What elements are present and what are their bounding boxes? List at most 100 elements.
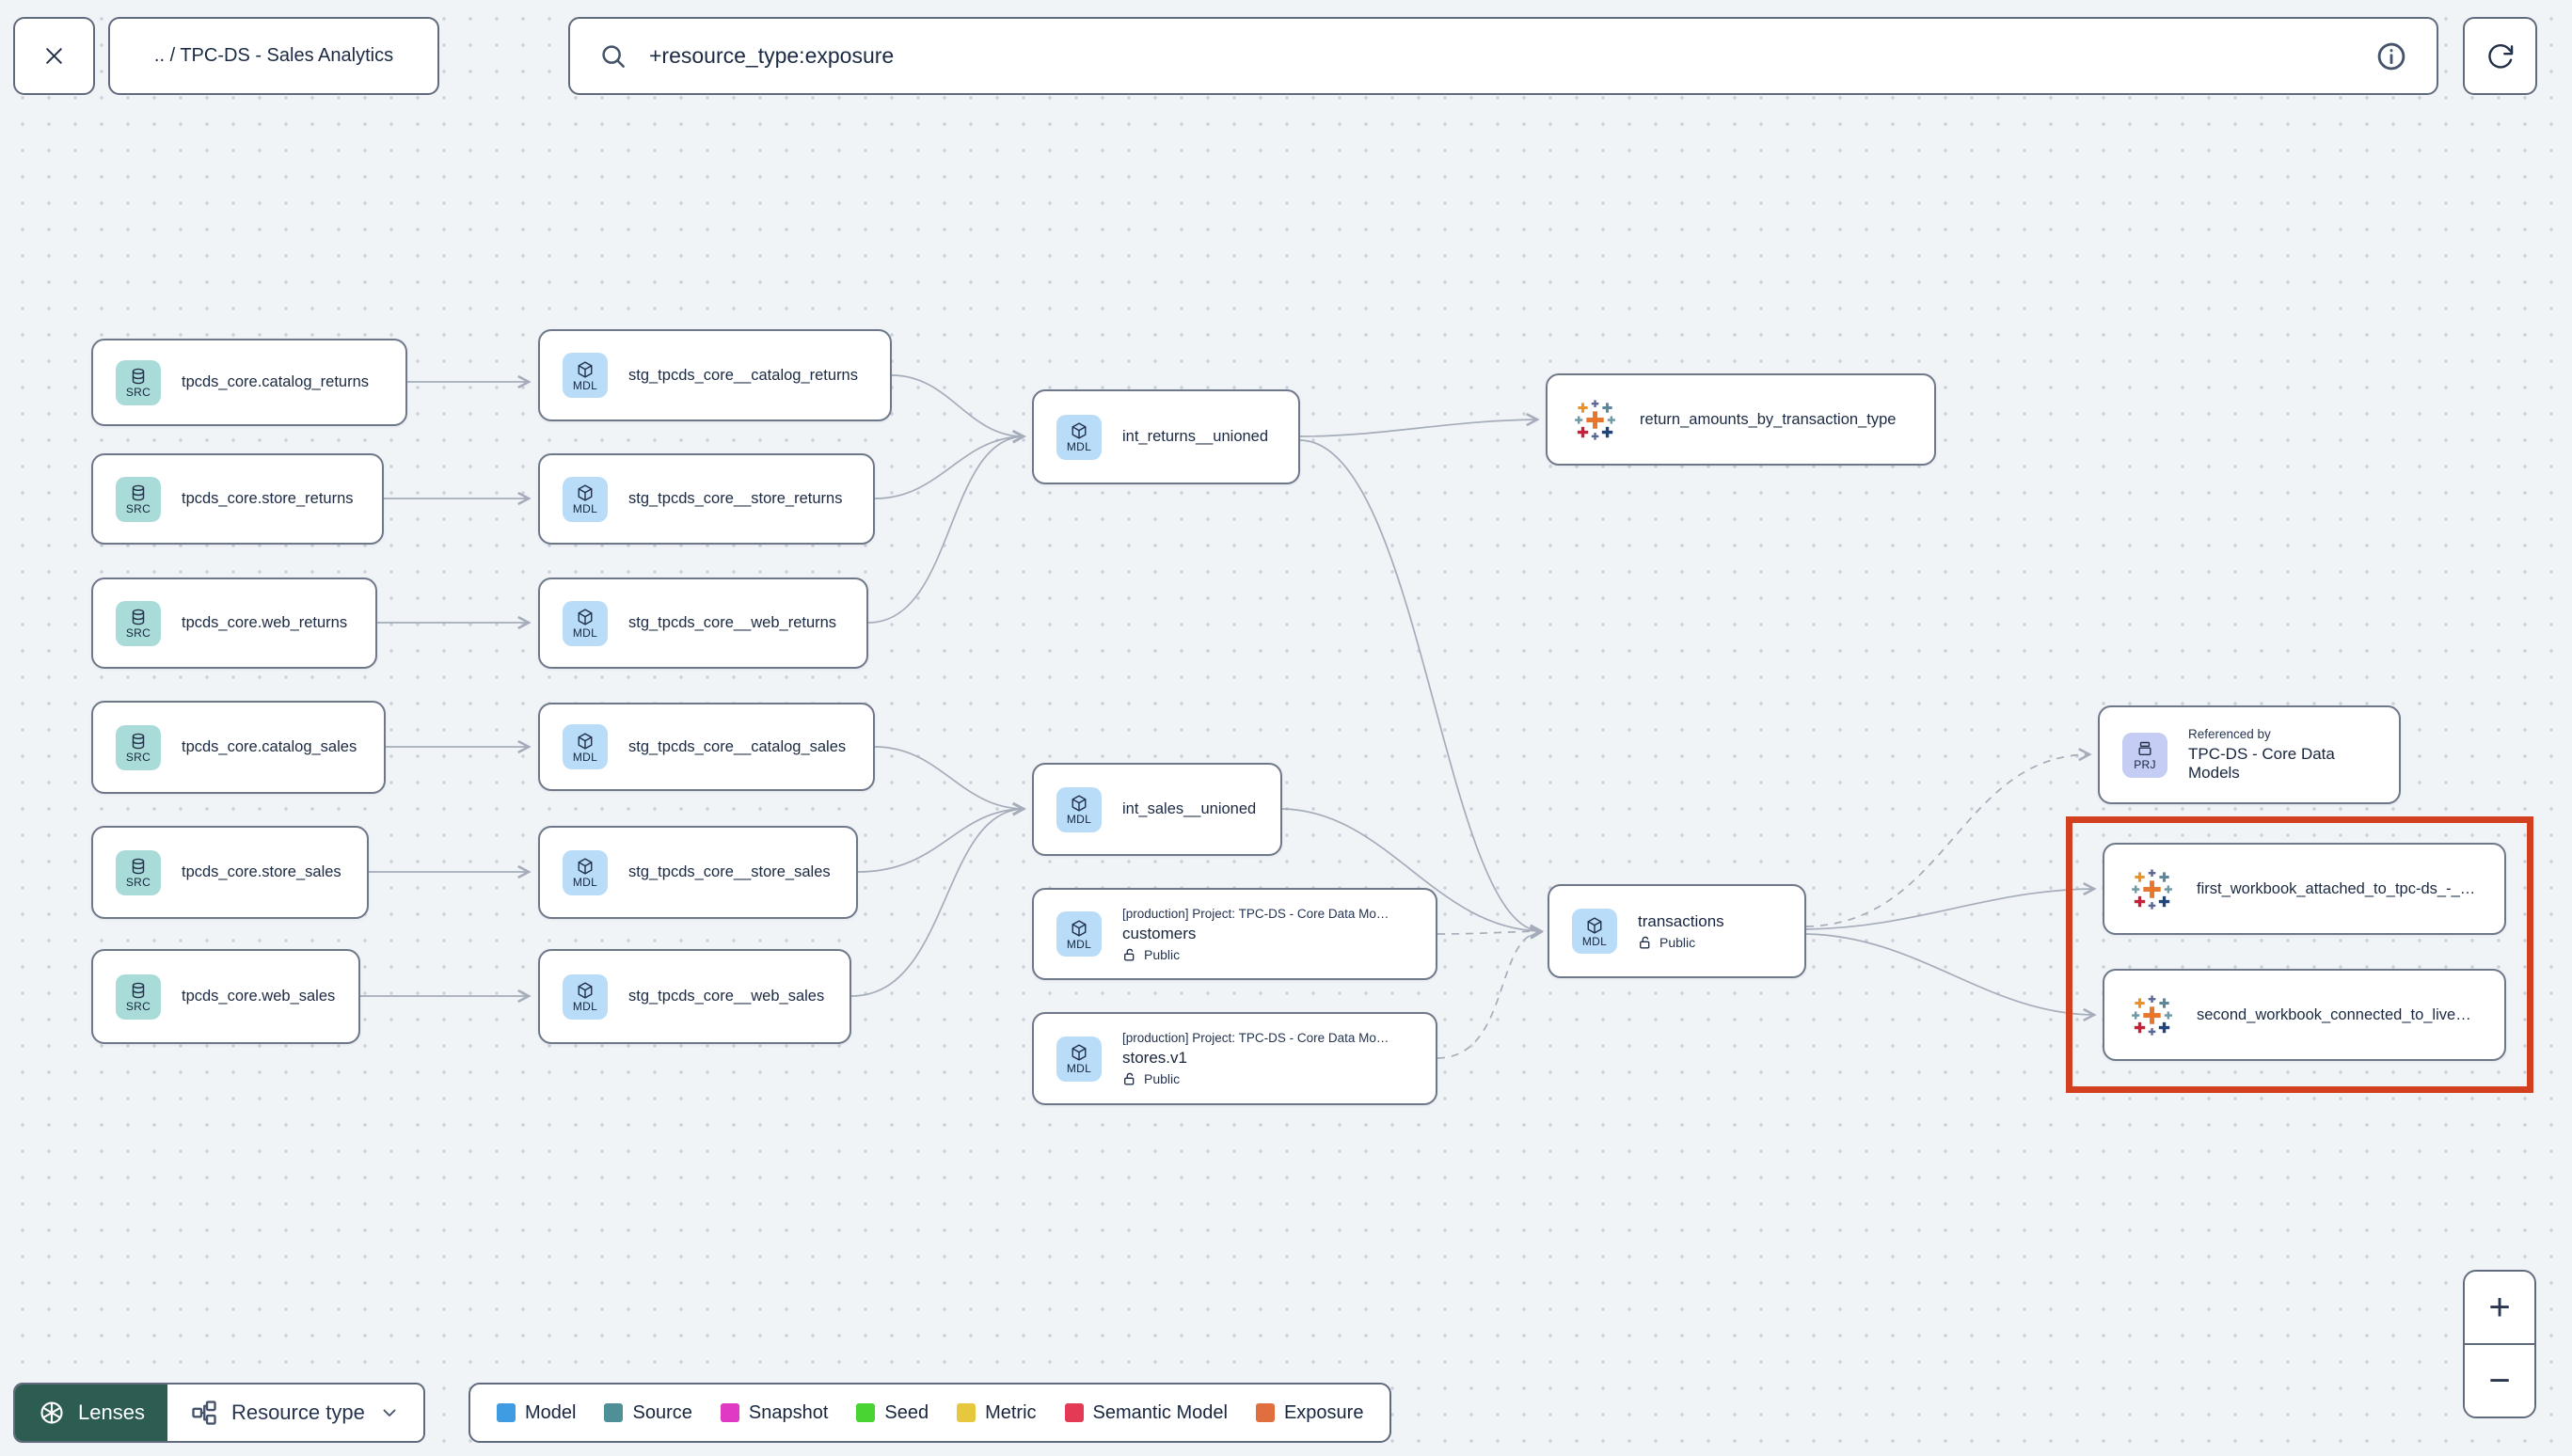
model-badge: MDL (1572, 909, 1617, 954)
node-label: tpcds_core.web_returns (182, 614, 348, 631)
search-icon (598, 41, 628, 71)
refresh-button[interactable] (2463, 17, 2537, 95)
lenses-button[interactable]: Lenses (15, 1385, 167, 1441)
zoom-controls: + − (2463, 1270, 2536, 1418)
chevron-down-icon (378, 1401, 401, 1424)
cube-icon (1070, 919, 1088, 938)
node-transactions[interactable]: MDL transactions Public (1548, 884, 1806, 978)
close-button[interactable] (13, 17, 95, 95)
source-badge: SRC (116, 359, 161, 405)
node-label: stg_tpcds_core__catalog_returns (628, 366, 858, 384)
model-badge: MDL (1056, 911, 1102, 957)
node-label: tpcds_core.catalog_sales (182, 738, 357, 755)
node-stg-catalog-returns[interactable]: MDL stg_tpcds_core__catalog_returns (538, 329, 892, 421)
legend-swatch (1255, 1403, 1275, 1422)
search-bar[interactable] (568, 17, 2438, 95)
source-badge: SRC (116, 476, 161, 522)
lenses-label: Lenses (78, 1401, 145, 1424)
model-badge: MDL (1056, 786, 1102, 832)
node-label: stg_tpcds_core__web_returns (628, 614, 837, 631)
node-stg-store-returns[interactable]: MDL stg_tpcds_core__store_returns (538, 453, 875, 545)
node-label: stg_tpcds_core__store_returns (628, 490, 843, 507)
legend-item-source: Source (604, 1402, 692, 1424)
node-label: tpcds_core.web_sales (182, 988, 336, 1005)
node-label: customers (1122, 924, 1197, 942)
node-stg-catalog-sales[interactable]: MDL stg_tpcds_core__catalog_sales (538, 703, 875, 791)
node-int-sales-unioned[interactable]: MDL int_sales__unioned (1032, 763, 1282, 856)
node-stg-web-returns[interactable]: MDL stg_tpcds_core__web_returns (538, 578, 868, 669)
node-second-workbook[interactable]: second_workbook_connected_to_live… (2103, 969, 2506, 1061)
legend-item-exposure: Exposure (1255, 1402, 1363, 1424)
node-label: int_sales__unioned (1122, 800, 1257, 817)
breadcrumb-label: .. / TPC-DS - Sales Analytics (153, 45, 394, 66)
model-badge: MDL (563, 849, 608, 895)
source-badge: SRC (116, 724, 161, 770)
close-icon (41, 43, 67, 69)
cube-icon (576, 360, 595, 379)
node-project-label: [production] Project: TPC-DS - Core Data… (1122, 906, 1389, 921)
zoom-in-button[interactable]: + (2465, 1272, 2534, 1345)
breadcrumb[interactable]: .. / TPC-DS - Sales Analytics (108, 17, 439, 95)
node-label: stg_tpcds_core__catalog_sales (628, 737, 847, 755)
node-label: tpcds_core.store_sales (182, 863, 341, 880)
legend-swatch (604, 1403, 624, 1422)
database-icon (129, 857, 148, 876)
node-label: second_workbook_connected_to_live… (2197, 1005, 2471, 1023)
node-label: TPC-DS - Core Data Models (2188, 745, 2335, 782)
node-label: stg_tpcds_core__web_sales (628, 988, 825, 1005)
node-label: first_workbook_attached_to_tpc-ds_-_… (2197, 879, 2476, 897)
node-label: return_amounts_by_transaction_type (1640, 410, 1897, 428)
node-label: stores.v1 (1122, 1049, 1187, 1067)
cube-icon (1585, 916, 1604, 935)
node-stg-store-sales[interactable]: MDL stg_tpcds_core__store_sales (538, 826, 858, 919)
cube-icon (576, 857, 595, 876)
model-badge: MDL (563, 600, 608, 646)
node-referenced-by-project[interactable]: PRJ Referenced by TPC-DS - Core Data Mod… (2098, 705, 2401, 804)
info-icon[interactable] (2374, 40, 2408, 73)
node-label: int_returns__unioned (1122, 428, 1269, 445)
node-src-store-returns[interactable]: SRC tpcds_core.store_returns (91, 453, 384, 545)
model-badge: MDL (563, 476, 608, 522)
node-src-catalog-sales[interactable]: SRC tpcds_core.catalog_sales (91, 701, 386, 794)
legend-item-semantic-model: Semantic Model (1064, 1402, 1228, 1424)
model-badge: MDL (563, 353, 608, 398)
node-src-web-sales[interactable]: SRC tpcds_core.web_sales (91, 949, 360, 1044)
node-src-web-returns[interactable]: SRC tpcds_core.web_returns (91, 578, 377, 669)
node-stores-v1[interactable]: MDL [production] Project: TPC-DS - Core … (1032, 1012, 1437, 1105)
cube-icon (576, 608, 595, 626)
lock-open-icon (1122, 1071, 1137, 1086)
legend-item-seed: Seed (856, 1402, 929, 1424)
lenses-control-group: Lenses Resource type (13, 1383, 425, 1443)
database-icon (129, 483, 148, 502)
search-input[interactable] (647, 42, 2356, 70)
lock-open-icon (1122, 947, 1137, 962)
resource-type-label: Resource type (230, 1401, 365, 1424)
node-src-catalog-returns[interactable]: SRC tpcds_core.catalog_returns (91, 339, 407, 426)
model-badge: MDL (563, 724, 608, 769)
node-customers[interactable]: MDL [production] Project: TPC-DS - Core … (1032, 888, 1437, 980)
zoom-out-button[interactable]: − (2465, 1345, 2534, 1416)
node-label: tpcds_core.catalog_returns (182, 373, 370, 390)
node-first-workbook[interactable]: first_workbook_attached_to_tpc-ds_-_… (2103, 843, 2506, 935)
database-icon (129, 981, 148, 1000)
database-icon (129, 367, 148, 386)
node-label: stg_tpcds_core__store_sales (628, 863, 831, 880)
aperture-icon (38, 1399, 66, 1427)
hierarchy-icon (190, 1399, 218, 1427)
access-label: Public (1144, 946, 1181, 962)
legend-swatch (856, 1403, 876, 1422)
node-int-returns-unioned[interactable]: MDL int_returns__unioned (1032, 389, 1300, 484)
referenced-by-label: Referenced by (2188, 727, 2271, 741)
node-src-store-sales[interactable]: SRC tpcds_core.store_sales (91, 826, 369, 919)
lock-open-icon (1638, 935, 1653, 950)
node-return-amounts-by-transaction-type[interactable]: return_amounts_by_transaction_type (1546, 373, 1936, 466)
cube-icon (1070, 1043, 1088, 1062)
node-stg-web-sales[interactable]: MDL stg_tpcds_core__web_sales (538, 949, 851, 1044)
cube-icon (1070, 421, 1088, 440)
resource-type-dropdown[interactable]: Resource type (167, 1385, 423, 1441)
project-badge: PRJ (2122, 732, 2167, 778)
source-badge: SRC (116, 849, 161, 895)
node-project-label: [production] Project: TPC-DS - Core Data… (1122, 1031, 1389, 1045)
tableau-icon (1570, 395, 1619, 444)
